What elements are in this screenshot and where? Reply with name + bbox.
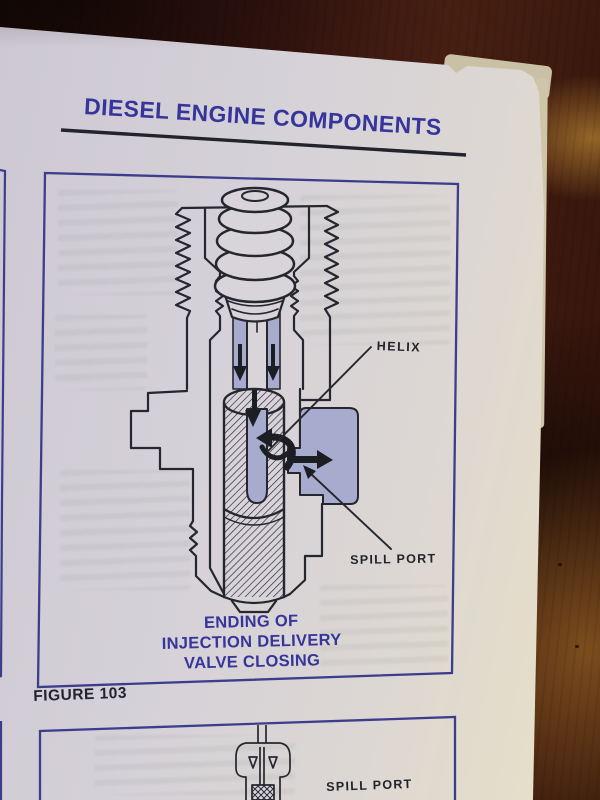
figure-number: FIGURE 103 <box>33 684 128 705</box>
flow-arrow-spill <box>291 456 317 463</box>
title-underline <box>60 128 467 157</box>
thread-right <box>323 204 340 391</box>
thread-left <box>174 206 192 391</box>
plunger-helix-slot <box>246 408 268 504</box>
helix-leader-line <box>266 346 372 453</box>
spring-coil <box>213 186 297 304</box>
flow-arrows <box>233 344 333 469</box>
delivery-valve-diagram <box>235 725 291 800</box>
injection-pump-diagram <box>129 186 392 614</box>
print-bleed-through <box>55 315 147 390</box>
flow-arrow-center <box>252 390 257 412</box>
figure-caption: ENDING OF INJECTION DELIVERY VALVE CLOSI… <box>115 609 388 675</box>
flow-arrow-down-right <box>271 344 275 368</box>
print-bleed-through <box>58 190 178 295</box>
print-bleed-through <box>320 585 448 667</box>
spill-port-leader-line <box>309 472 392 550</box>
figure-box-1-border <box>36 171 460 689</box>
left-flange <box>129 389 195 523</box>
desk-speck <box>558 563 562 566</box>
figure-box-2-border <box>38 715 457 800</box>
left-column-figure-border <box>0 168 7 800</box>
desk-speck <box>575 645 579 648</box>
helix-flow-arrow <box>266 433 296 471</box>
print-bleed-through <box>60 470 190 590</box>
spill-port-label: SPILL PORT <box>350 551 437 567</box>
helix-label: HELIX <box>376 339 422 355</box>
flow-arrow-down-left <box>238 344 242 368</box>
